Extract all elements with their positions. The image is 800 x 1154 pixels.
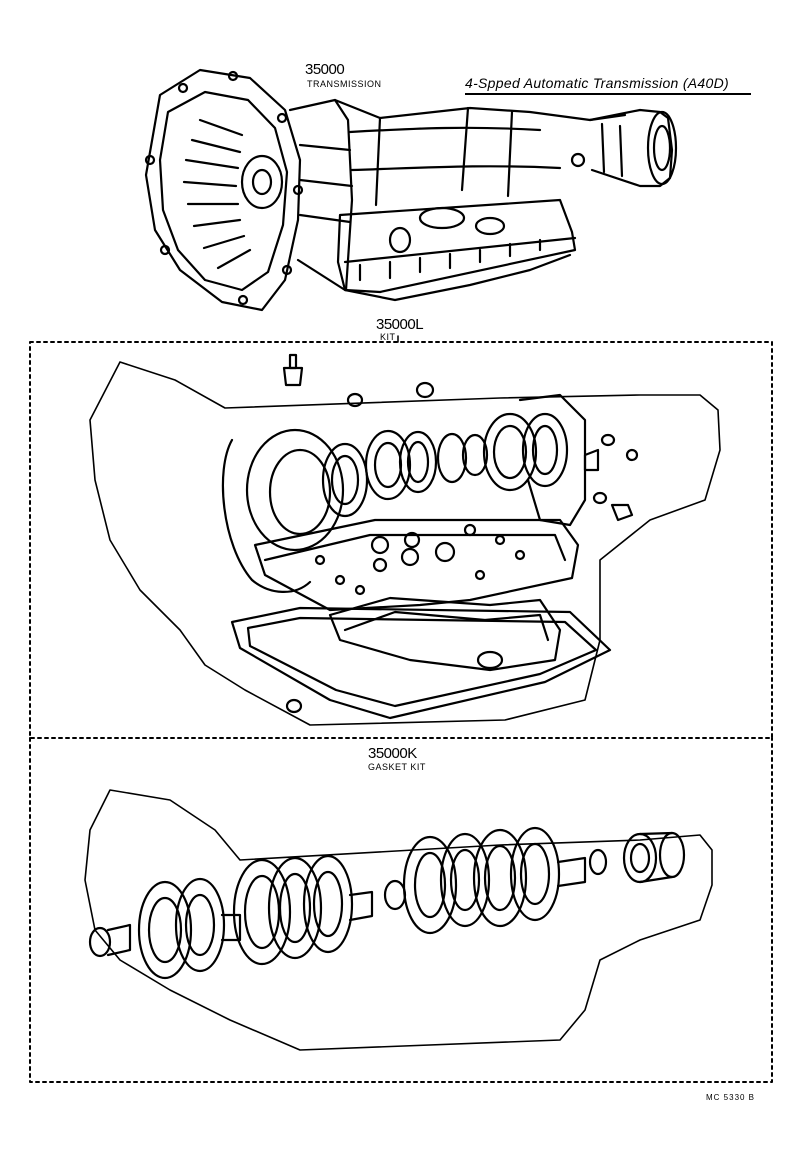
- part-name-transmission: TRANSMISSION: [307, 79, 382, 89]
- gasket-kit-parts-illustration: [88, 826, 686, 980]
- part-number-kit: 35000L: [376, 316, 424, 333]
- gasket-kit-phantom-outline: [84, 789, 713, 1051]
- part-name-gasket-kit: GASKET KIT: [368, 762, 426, 772]
- title-underline: [465, 93, 751, 95]
- diagram-title: 4-Spped Automatic Transmission (A40D): [465, 75, 729, 91]
- transmission-illustration: [144, 68, 678, 312]
- part-number-gasket-kit: 35000K: [368, 745, 417, 762]
- kit-boundary: [29, 341, 773, 739]
- part-name-kit: KIT: [380, 332, 396, 342]
- part-number-transmission: 35000: [305, 61, 345, 78]
- kit-parts-illustration: [221, 353, 639, 720]
- reference-code: MC 5330 B: [706, 1093, 756, 1102]
